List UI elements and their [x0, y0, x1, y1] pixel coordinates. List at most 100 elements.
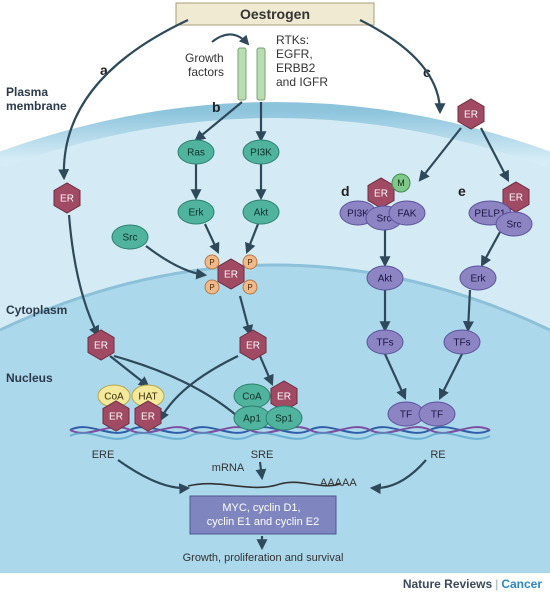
node-tfs-e: TFs — [443, 329, 481, 355]
target-genes-label: MYC, cyclin D1, cyclin E1 and cyclin E2 — [207, 502, 320, 528]
node-src-b-shape — [111, 224, 149, 250]
node-er-nuc-left-label: ER — [94, 341, 108, 352]
node-fak-d: FAK — [388, 200, 426, 226]
arrow-er-right-to-sre — [258, 355, 274, 387]
node-p-3-shape — [204, 279, 220, 295]
node-m-d: M — [391, 173, 411, 193]
sre-label: SRE — [251, 449, 274, 461]
arrow-er-c-to-e — [480, 127, 510, 182]
node-ras-shape — [177, 139, 215, 165]
node-p-2-label: P — [247, 258, 252, 267]
arrow-rtk-to-ras — [194, 101, 243, 142]
node-er-nuc-left-shape — [87, 329, 115, 361]
mrna-label: mRNA — [212, 462, 245, 474]
growth-factors-label: Growth factors — [185, 51, 227, 79]
node-er-phos-label: ER — [224, 270, 238, 281]
node-p-1-shape — [204, 254, 220, 270]
oestrogen-box — [175, 2, 375, 26]
arrow-erk-to-tfs — [462, 289, 474, 333]
page-footer — [0, 573, 550, 597]
rtks-label: RTKs: EGFR, ERBB2 and IGFR — [276, 33, 328, 89]
dna-strand-3 — [69, 432, 491, 440]
plasma-membrane — [0, 102, 550, 168]
arrow-oestrogen-to-er-a — [58, 19, 189, 181]
node-er-nuc-right: ER — [239, 329, 267, 361]
arrow-sre-to-mrna — [255, 461, 267, 481]
node-ras: Ras — [177, 139, 215, 165]
node-src-d-label: Src — [377, 214, 392, 225]
node-fak-d-label: FAK — [398, 209, 417, 220]
node-p-2: P — [242, 254, 258, 270]
target-genes-box — [189, 495, 337, 535]
node-akt-b-shape — [242, 199, 280, 225]
ere-label: ERE — [92, 449, 115, 461]
node-p-4-label: P — [247, 283, 252, 292]
arrow-oestrogen-to-er-c — [359, 19, 446, 115]
node-pi3k-b-label: PI3K — [250, 148, 272, 159]
polya-label: AAAAA — [320, 477, 357, 489]
node-tf-right-shape — [418, 401, 456, 427]
outcome-label: Growth, proliferation and survival — [183, 552, 344, 564]
node-er-d-label: ER — [374, 189, 388, 200]
node-p-3-label: P — [209, 283, 214, 292]
node-sp1-sre-shape — [265, 405, 303, 431]
node-er-a: ER — [53, 182, 81, 214]
node-p-3: P — [204, 279, 220, 295]
node-erk-e: Erk — [459, 265, 497, 291]
cytoplasm-label: Cytoplasm — [6, 303, 67, 317]
node-pi3k-b-shape — [242, 139, 280, 165]
node-akt-d-label: Akt — [378, 274, 393, 285]
oestrogen-label: Oestrogen — [240, 6, 310, 22]
arrow-erk-to-er — [204, 223, 220, 254]
node-src-e-shape — [495, 211, 533, 237]
node-er-a-label: ER — [60, 194, 74, 205]
node-hat-ere-label: HAT — [138, 392, 157, 403]
journal-section: Cancer — [501, 577, 542, 591]
arrow-er-right-to-ere — [158, 355, 239, 422]
node-tfs-d-label: TFs — [376, 338, 393, 349]
node-akt-d: Akt — [366, 265, 404, 291]
node-tfs-d: TFs — [366, 329, 404, 355]
node-ap1-sre: Ap1 — [233, 405, 271, 431]
node-src-b-label: Src — [123, 233, 138, 244]
node-hat-ere: HAT — [131, 384, 165, 408]
journal-credit: Nature Reviews|Cancer — [403, 577, 542, 591]
pathway-a-label: a — [100, 62, 108, 78]
rtk-receptor-right — [256, 47, 266, 101]
pathway-b-label: b — [212, 99, 221, 115]
arrow-src-to-er — [145, 245, 208, 280]
node-er-e-label: ER — [509, 193, 523, 204]
node-er-ere-left-shape — [102, 400, 130, 432]
node-p-1-label: P — [209, 258, 214, 267]
arrow-er-c-to-d — [418, 127, 462, 182]
node-akt-d-shape — [366, 265, 404, 291]
node-er-c: ER — [457, 98, 485, 130]
node-er-nuc-right-label: ER — [246, 341, 260, 352]
node-er-ere-left-label: ER — [109, 412, 123, 423]
node-coa-sre-label: CoA — [242, 392, 262, 403]
node-src-e-label: Src — [507, 220, 522, 231]
pathway-d-label: d — [341, 183, 350, 199]
nucleus-label: Nucleus — [6, 371, 53, 385]
node-p-4: P — [242, 279, 258, 295]
node-er-ere-right: ER — [134, 400, 162, 432]
node-src-b: Src — [111, 224, 149, 250]
node-er-c-shape — [457, 98, 485, 130]
journal-name: Nature Reviews — [402, 577, 493, 591]
node-er-a-shape — [53, 182, 81, 214]
node-erk-b-label: Erk — [189, 208, 205, 219]
node-ap1-sre-label: Ap1 — [243, 414, 261, 425]
node-tf-right: TF — [418, 401, 456, 427]
node-p-2-shape — [242, 254, 258, 270]
node-akt-b: Akt — [242, 199, 280, 225]
node-m-d-shape — [391, 173, 411, 193]
rtk-receptor-left — [237, 47, 247, 101]
node-tf-left-label: TF — [400, 410, 412, 421]
arrow-er-phos-to-er — [238, 295, 254, 337]
node-er-nuc-right-shape — [239, 329, 267, 361]
arrow-e-to-erk — [480, 231, 501, 267]
node-tf-right-label: TF — [431, 410, 443, 421]
